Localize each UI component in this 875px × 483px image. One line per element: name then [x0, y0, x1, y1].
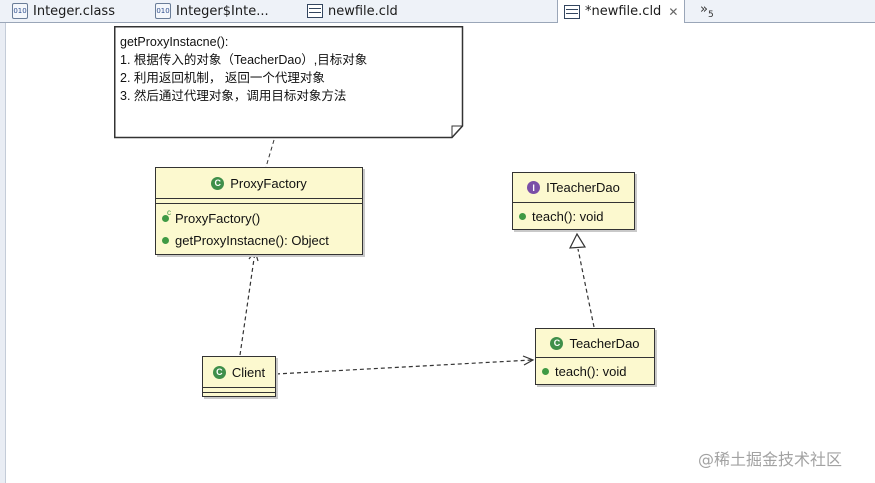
tab-integer-inner-class[interactable]: 010 Integer$Inte... — [155, 0, 269, 22]
operation-label: teach(): void — [532, 208, 604, 224]
tab-overflow-button[interactable]: »5 — [700, 2, 714, 20]
tab-label: Integer$Inte... — [176, 3, 269, 19]
class-client[interactable]: C Client — [202, 356, 276, 397]
tab-label: Integer.class — [33, 3, 115, 19]
interface-icon: I — [527, 181, 541, 194]
editor-tab-bar: 010 Integer.class 010 Integer$Inte... ne… — [0, 0, 875, 23]
class-icon: C — [211, 176, 225, 190]
tab-newfile-cld[interactable]: newfile.cld — [307, 0, 398, 22]
public-method-icon — [542, 367, 549, 375]
note-line: 1. 根据传入的对象（TeacherDao）,目标对象 — [120, 53, 368, 67]
note-anchor-line — [265, 139, 275, 168]
tab-label: *newfile.cld — [585, 4, 662, 19]
tab-newfile-cld-active[interactable]: *newfile.cld ✕ — [557, 0, 686, 23]
class-name: ProxyFactory — [230, 175, 307, 191]
note-shape — [114, 26, 464, 139]
operation[interactable]: ProxyFactory() — [162, 207, 356, 229]
class-teacherdao[interactable]: C TeacherDao teach(): void — [535, 328, 655, 385]
public-constructor-icon — [162, 208, 171, 222]
note-box[interactable]: getProxyInstacne(): 1. 根据传入的对象（TeacherDa… — [114, 26, 464, 139]
left-gutter — [0, 23, 6, 483]
operations-compartment: teach(): void — [513, 203, 634, 229]
class-name: Client — [231, 364, 266, 380]
client-proxyfactory-dependency — [239, 251, 256, 356]
hidden-tab-count: 5 — [707, 10, 714, 20]
operation-label: getProxyInstacne(): Object — [175, 232, 329, 248]
class-diagram-icon — [307, 4, 323, 18]
client-teacherdao-dependency — [275, 359, 533, 375]
class-diagram-icon — [564, 4, 580, 19]
operation-label: ProxyFactory() — [175, 210, 261, 226]
class-header: C TeacherDao — [536, 329, 654, 358]
note-text: getProxyInstacne(): 1. 根据传入的对象（TeacherDa… — [120, 33, 367, 105]
close-tab-icon[interactable]: ✕ — [668, 4, 679, 19]
public-method-icon — [162, 236, 169, 244]
note-line: 2. 利用返回机制， 返回一个代理对象 — [120, 71, 325, 85]
tab-integer-class[interactable]: 010 Integer.class — [12, 0, 115, 22]
class-file-icon: 010 — [155, 3, 171, 19]
operation[interactable]: teach(): void — [519, 205, 628, 227]
operation-label: teach(): void — [555, 363, 627, 379]
note-line: 3. 然后通过代理对象，调用目标对象方法 — [120, 89, 347, 103]
realization-arrowhead — [568, 232, 587, 249]
operations-compartment — [203, 393, 275, 396]
watermark: @稀土掘金技术社区 — [698, 450, 843, 469]
note-line: getProxyInstacne(): — [120, 35, 229, 49]
class-proxyfactory[interactable]: C ProxyFactory ProxyFactory() getProxyIn… — [155, 167, 363, 255]
class-header: C Client — [203, 357, 275, 388]
realization-line — [577, 248, 595, 328]
class-name: ITeacherDao — [546, 180, 620, 195]
class-header: I ITeacherDao — [513, 173, 634, 203]
attributes-compartment — [156, 199, 362, 204]
chevron-double-right-icon: » — [700, 2, 708, 17]
operation[interactable]: getProxyInstacne(): Object — [162, 229, 356, 251]
operations-compartment: ProxyFactory() getProxyInstacne(): Objec… — [156, 204, 362, 254]
operation[interactable]: teach(): void — [542, 360, 648, 382]
class-header: C ProxyFactory — [156, 168, 362, 199]
operations-compartment: teach(): void — [536, 358, 654, 384]
class-icon: C — [550, 336, 564, 350]
tab-label: newfile.cld — [328, 3, 398, 19]
attributes-compartment — [203, 388, 275, 393]
interface-iteacherdao[interactable]: I ITeacherDao teach(): void — [512, 172, 635, 230]
dependency-arrowhead — [522, 355, 535, 366]
class-icon: C — [212, 365, 226, 379]
class-file-icon: 010 — [12, 3, 28, 19]
class-name: TeacherDao — [569, 335, 640, 351]
public-method-icon — [519, 212, 526, 220]
